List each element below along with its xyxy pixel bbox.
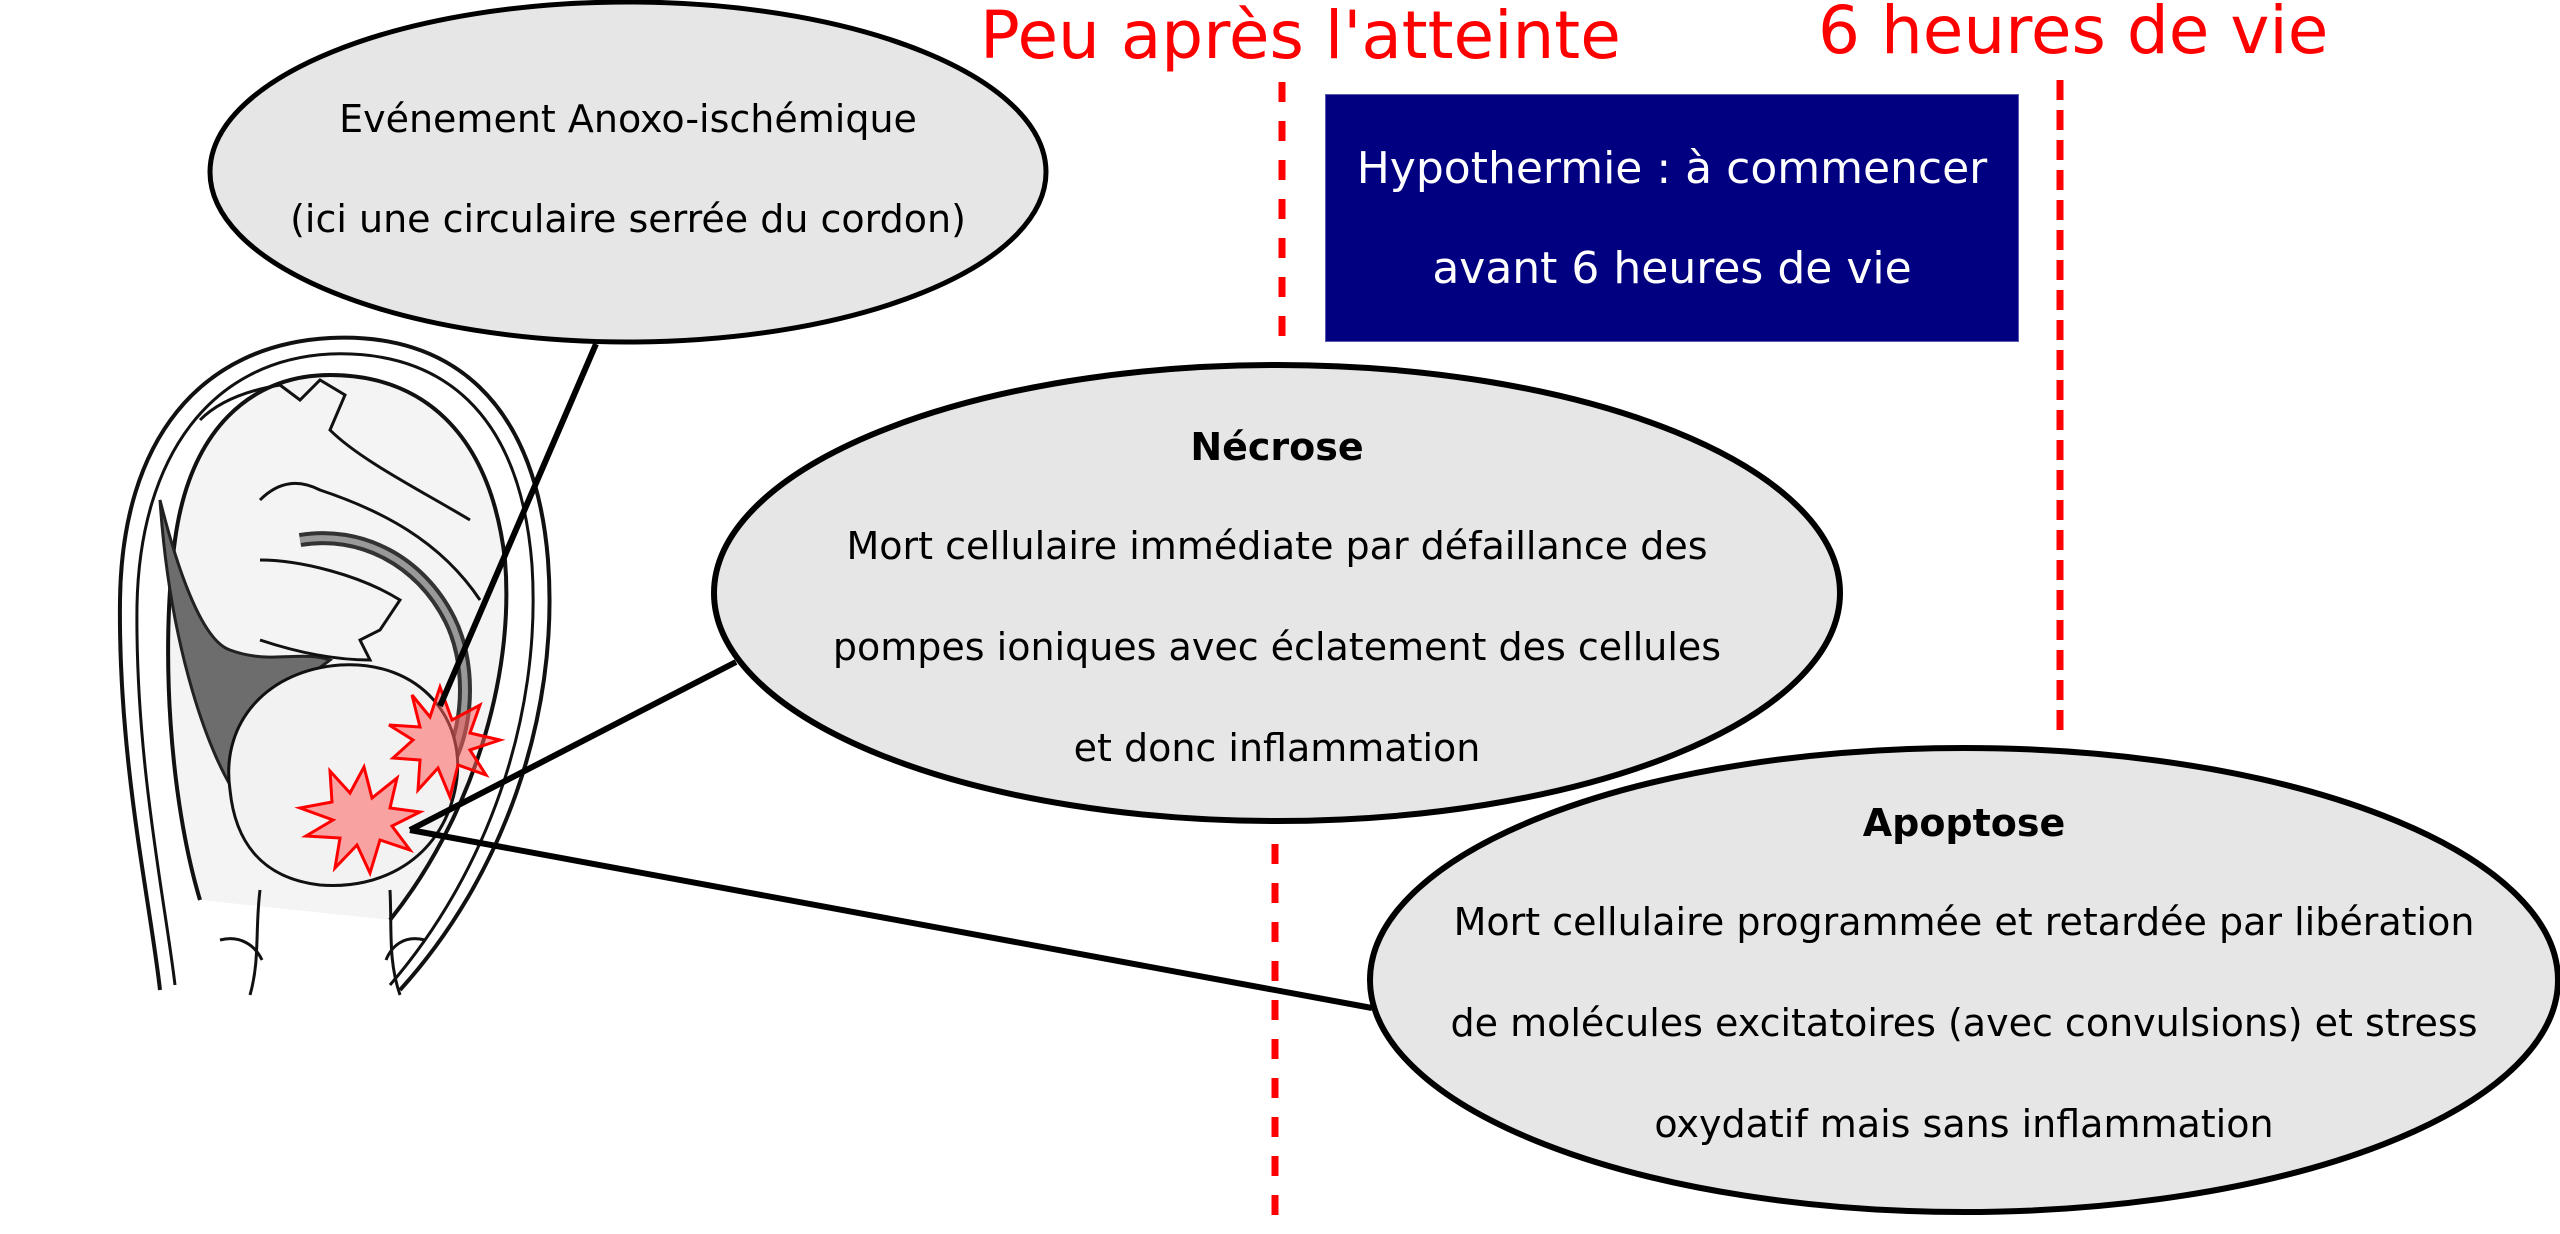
necrose-line-1: Mort cellulaire immédiate par défaillanc… [846,524,1708,568]
necrose-title: Nécrose [1190,425,1364,469]
necrose-line-2: pompes ioniques avec éclatement des cell… [832,625,1722,669]
timeline-label-early: Peu après l'atteinte [980,0,1621,74]
timeline-marker-early [1271,82,1286,1234]
event-bubble-shape [207,0,1049,345]
lesion-star-icon-cord [388,682,506,802]
necrose-line-3: et donc inflammation [1073,726,1481,770]
apoptose-title: Apoptose [1862,801,2066,845]
hypothermia-box: Hypothermie : à commencer avant 6 heures… [1325,94,2019,342]
apoptose-line-2: de molécules excitatoires (avec convulsi… [1450,1001,2478,1045]
timeline-label-6h: 6 heures de vie [1818,0,2329,69]
connector-lines [408,342,1373,1011]
hypothermia-line-2: avant 6 heures de vie [1432,243,1912,294]
fetus-illustration [117,335,552,996]
necrose-bubble-shape [711,362,1843,824]
apoptose-line-1: Mort cellulaire programmée et retardée p… [1453,900,2475,944]
apoptose-bubble-shape [1367,745,2560,1215]
lesion-star-icon-brain [294,762,426,878]
event-bubble-line-1: Evénement Anoxo-ischémique [339,97,917,141]
hypothermia-line-1: Hypothermie : à commencer [1356,143,1988,194]
apoptose-line-3: oxydatif mais sans inflammation [1654,1102,2274,1146]
event-bubble-line-2: (ici une circulaire serrée du cordon) [290,197,966,241]
